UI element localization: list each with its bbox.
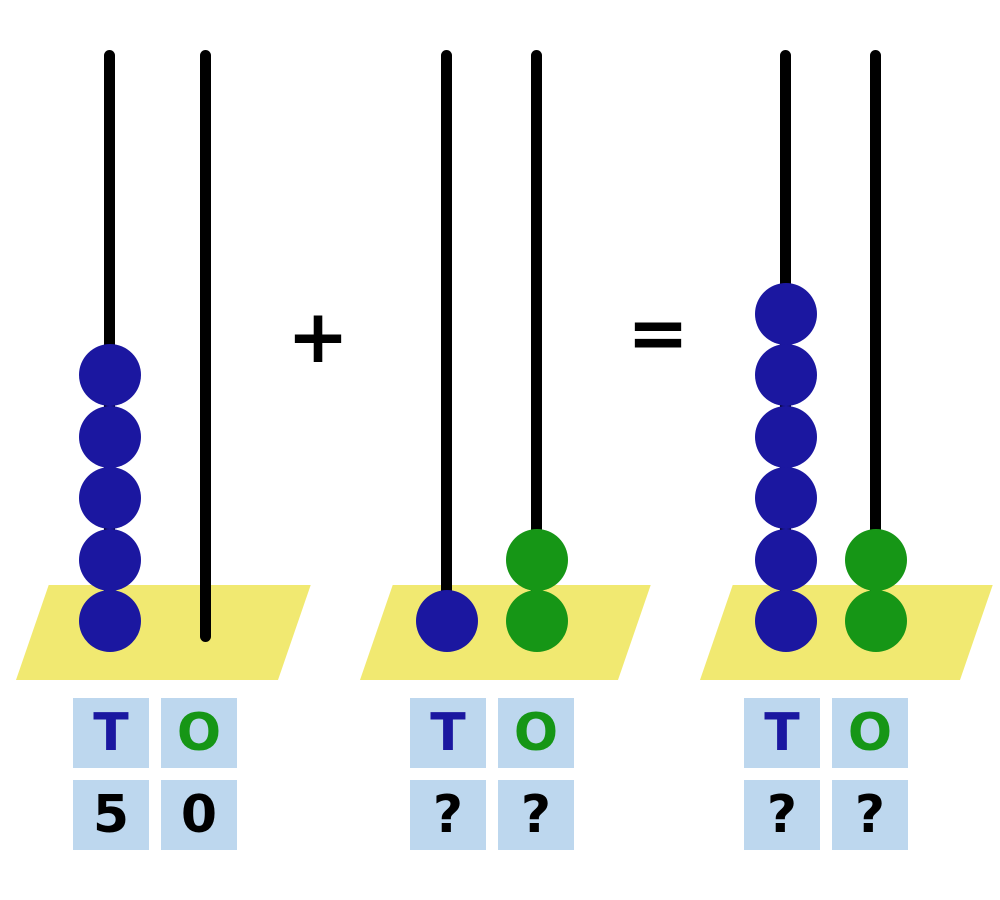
place-value-table-2: T O ? ? (410, 698, 574, 850)
tens-bead (755, 467, 817, 529)
tens-bead (79, 405, 141, 468)
place-value-table-3: T O ? ? (744, 698, 908, 850)
tens-bead (755, 344, 817, 406)
equals-sign: = (626, 290, 689, 376)
abacus-base (360, 585, 651, 680)
ones-bead (845, 590, 907, 652)
tens-header-cell: T (73, 698, 149, 768)
ones-rod (200, 50, 211, 642)
tens-bead (755, 528, 817, 591)
ones-header-cell: O (832, 698, 908, 768)
tens-value-cell: 5 (73, 780, 149, 850)
ones-rod (870, 50, 881, 642)
tens-bead (755, 590, 817, 652)
ones-header-cell: O (161, 698, 237, 768)
tens-bead (79, 590, 141, 652)
tens-bead (79, 344, 141, 406)
ones-bead (506, 528, 568, 591)
tens-value-cell: ? (410, 780, 486, 850)
ones-bead (845, 528, 907, 591)
place-value-table-1: T O 5 0 (73, 698, 237, 850)
tens-header-cell: T (744, 698, 820, 768)
ones-bead (506, 590, 568, 652)
tens-bead (755, 282, 817, 345)
abacus-base (16, 585, 311, 680)
tens-value-cell: ? (744, 780, 820, 850)
tens-header-cell: T (410, 698, 486, 768)
ones-value-cell: ? (832, 780, 908, 850)
tens-bead (755, 405, 817, 468)
tens-bead (416, 590, 478, 652)
ones-header-cell: O (498, 698, 574, 768)
tens-bead (79, 467, 141, 529)
ones-value-cell: ? (498, 780, 574, 850)
tens-rod (441, 50, 452, 642)
ones-rod (531, 50, 542, 642)
plus-sign: + (286, 294, 349, 380)
tens-bead (79, 528, 141, 591)
ones-value-cell: 0 (161, 780, 237, 850)
